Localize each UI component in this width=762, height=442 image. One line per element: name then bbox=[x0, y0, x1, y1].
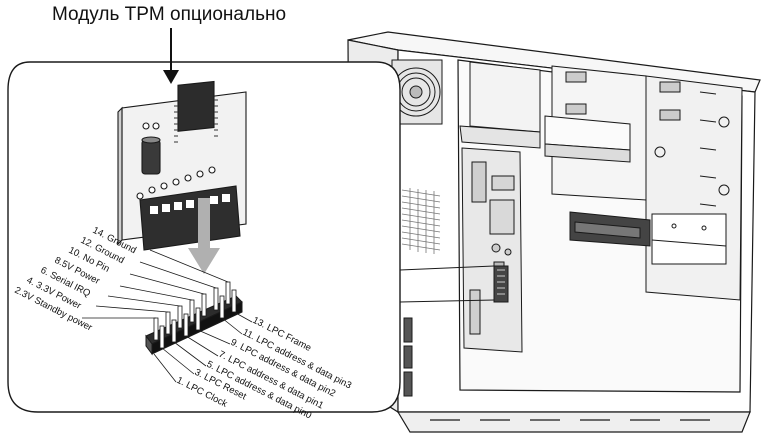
motherboard-tpm-header bbox=[493, 265, 509, 303]
diagram-title: Модуль TPM опционально bbox=[52, 4, 287, 25]
title-pointer-arrow bbox=[163, 28, 179, 84]
tpm-module bbox=[117, 80, 247, 251]
expansion-slots bbox=[403, 317, 413, 397]
power-supply bbox=[459, 61, 541, 149]
front-vents bbox=[401, 188, 441, 254]
drive-bays bbox=[544, 65, 743, 301]
motherboard bbox=[461, 147, 523, 353]
insert-arrow bbox=[188, 198, 220, 274]
pin-header bbox=[145, 281, 243, 356]
pin-leaders bbox=[82, 249, 253, 383]
